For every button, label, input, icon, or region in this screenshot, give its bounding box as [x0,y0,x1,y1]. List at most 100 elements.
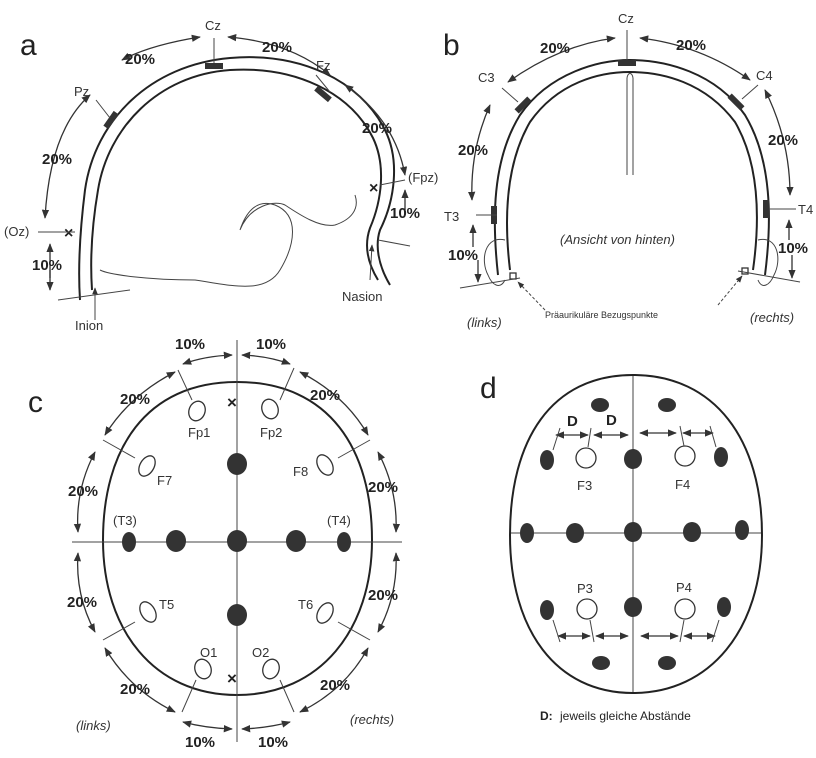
panel-c-pct-2: 10% [256,336,286,353]
panel-d-electrode-c4 [683,522,701,542]
panel-d-electrode-o2 [658,656,676,670]
panel-c-left-label: (links) [76,718,111,733]
panel-d-electrode-t3 [520,523,534,543]
panel-d-electrode-cz [624,522,642,542]
panel-b-c4-marker [727,93,745,111]
panel-b-t4-marker [763,200,769,218]
panel-c-electrode-fz [227,453,247,475]
panel-d-electrode-fp2 [658,398,676,412]
panel-c-fp2-label: Fp2 [260,425,282,440]
panel-c-o2-label: O2 [252,645,269,660]
panel-c-electrode-c4 [286,530,306,552]
panel-d-electrode-t4 [735,520,749,540]
panel-b-reference-label: Präaurikuläre Bezugspunkte [545,310,658,320]
panel-c-oz-cross: × [227,669,237,688]
panel-b-c4-label: C4 [756,68,773,83]
panel-a-skull-outer [78,56,395,301]
panel-d-electrode-t5 [540,600,554,620]
panel-c-electrode-pz [227,604,247,626]
panel-a-oz-cross: × [64,225,73,242]
panel-c-pct-1: 10% [175,336,205,353]
panel-c-o1-label: O1 [200,645,217,660]
panel-d-electrode-f3 [575,447,597,469]
panel-b-pct-5: 10% [448,247,478,264]
panel-b-pct-3: 20% [458,142,488,159]
panel-d-electrode-f8 [714,447,728,467]
panel-b-midline [626,73,634,175]
panel-d-electrode-pz [624,597,642,617]
panel-b-view-note: (Ansicht von hinten) [560,232,675,247]
panel-c-right-label: (rechts) [350,712,394,727]
panel-b-left-reference [509,272,517,280]
panel-d-distance-label-2: D [606,412,617,429]
panel-c-electrode-t4 [337,532,351,552]
panel-c-electrode-c3 [166,530,186,552]
panel-a-inion-label: Inion [75,318,103,333]
panel-d-electrode-o1 [592,656,610,670]
panel-b-cz-marker [618,60,636,66]
panel-c-fpz-cross: × [227,393,237,412]
panel-d-f3-label: F3 [577,478,592,493]
panel-b-pct-4: 20% [768,132,798,149]
panel-a-pct-1: 20% [125,51,155,68]
panel-c-electrode-f8 [316,454,334,476]
panel-a-fpz-label: (Fpz) [408,170,438,185]
panel-b-right-reference [741,267,749,275]
panel-a-skull-inner [90,68,383,291]
panel-c-f8-label: F8 [293,464,308,479]
panel-c-pct-10: 20% [320,677,350,694]
panel-c-pct-9: 20% [120,681,150,698]
panel-d-electrode-f7 [540,450,554,470]
panel-b-right-ear [757,238,779,286]
panel-c-pct-8: 20% [368,587,398,604]
panel-a-fz-marker [314,85,332,103]
panel-c-electrode-o1 [194,658,212,680]
panel-b-t3-label: T3 [444,209,459,224]
panel-c-electrode-fp2 [261,398,279,420]
panel-b-left-label: (links) [467,315,502,330]
panel-a-pct-2: 20% [262,39,292,56]
panel-a-pct-3: 20% [362,120,392,137]
panel-c-letter: c [28,386,43,419]
panel-b-right-label: (rechts) [750,310,794,325]
panel-d-p4-label: P4 [676,580,692,595]
panel-a-fpz-cross: × [369,180,378,197]
panel-b-cz-label: Cz [618,11,634,26]
panel-d-letter: d [480,372,497,405]
panel-c-pct-5: 20% [68,483,98,500]
panel-c-electrode-fp1 [188,400,206,422]
panel-b-pct-6: 10% [778,240,808,257]
panel-a: a × × Cz Fz Pz (Fpz) (Oz) [4,18,438,333]
panel-c-pct-11: 10% [185,734,215,751]
panel-d-electrode-fz [624,449,642,469]
panel-c: c × × [28,336,402,751]
panel-b-c3-label: C3 [478,70,495,85]
panel-c-electrode-t3 [122,532,136,552]
panel-c-pct-6: 20% [368,479,398,496]
panel-c-electrode-t5 [139,601,157,623]
panel-c-pct-12: 10% [258,734,288,751]
panel-b-c3-marker [514,96,532,114]
panel-c-electrode-t6 [316,602,334,624]
panel-d-electrode-fp1 [591,398,609,412]
panel-b-pct-1: 20% [540,40,570,57]
panel-a-cz-marker [205,63,223,69]
panel-c-fp1-label: Fp1 [188,425,210,440]
panel-b-t4-label: T4 [798,202,813,217]
panel-d-head-outline [508,373,764,695]
panel-d: d [480,372,764,723]
panel-c-electrode-f7 [138,455,156,477]
panel-a-pct-4: 20% [42,151,72,168]
panel-c-electrode-o2 [262,658,280,680]
panel-c-pct-4: 20% [310,387,340,404]
panel-b: b Cz C3 C4 T3 [443,11,813,330]
panel-d-p3-label: P3 [577,581,593,596]
panel-d-legend-text: jeweils gleiche Abstände [559,709,691,723]
panel-c-f7-label: F7 [157,473,172,488]
panel-b-letter: b [443,29,460,62]
panel-c-pct-3: 20% [120,391,150,408]
panel-c-electrode-cz [227,530,247,552]
panel-a-letter: a [20,29,37,62]
panel-c-t5-label: T5 [159,597,174,612]
